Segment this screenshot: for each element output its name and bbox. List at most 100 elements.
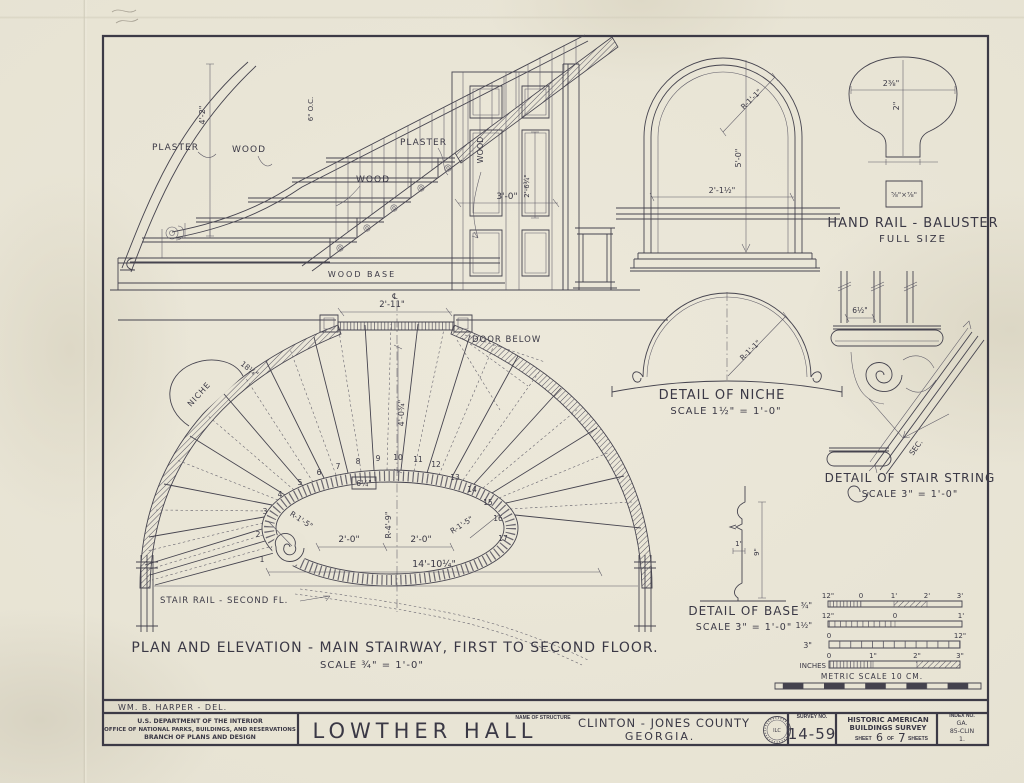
drawing-label: 12"	[822, 592, 834, 600]
drawing-stroke	[324, 318, 334, 329]
drawing-stroke	[166, 227, 178, 239]
drawing-stroke	[765, 718, 789, 742]
drawing-label: 1"	[869, 652, 877, 660]
plan-radius-center-dim: R-4'-9"	[384, 511, 393, 538]
niche-detail: R-1'-1" DETAIL OF NICHE SCALE 1½" = 1'-0…	[612, 292, 842, 417]
drawing-label: 2"	[913, 652, 921, 660]
drawing-stroke	[849, 57, 957, 157]
drawing-stroke	[650, 193, 794, 201]
drawing-stroke	[472, 172, 481, 238]
drawing-label: 2	[256, 530, 261, 539]
drawing-stroke	[295, 589, 588, 665]
drawing-stroke	[841, 271, 913, 323]
drawing-stroke	[447, 167, 450, 170]
drawing-stroke	[176, 226, 184, 240]
drawing-stroke	[470, 230, 502, 276]
stamp-text: ILC	[773, 728, 781, 734]
drawing-stroke	[644, 58, 802, 253]
drawing-stroke	[452, 72, 563, 290]
stair-string-detail: 6½" SEC. DETAIL OF STAIR STRING SCALE 3"…	[825, 271, 994, 502]
drawing-stroke	[316, 543, 454, 551]
niche-elevation: 5'-0" R-1'-1" 2'-1½"	[616, 58, 840, 271]
drawing-label: 8	[356, 457, 361, 466]
rail-volute	[166, 226, 184, 240]
drawing-label: 6	[876, 731, 883, 744]
drawing-stroke	[525, 233, 546, 273]
drawing-stroke	[633, 372, 822, 382]
tread-tick-band	[269, 476, 511, 580]
agency: U.S. DEPARTMENT OF THE INTERIOR OFFICE O…	[104, 718, 296, 741]
drawing-stroke	[258, 156, 272, 166]
drawing-label: 0	[827, 652, 831, 660]
drawing-stroke	[438, 148, 448, 175]
drawing-stroke	[470, 86, 502, 118]
paper-crease-horizontal	[0, 16, 1024, 19]
handrail-width-dim: 2⅜"	[883, 79, 900, 88]
drawing-stroke	[366, 227, 369, 230]
drawing-stroke	[338, 308, 452, 316]
drawing-label: 17	[498, 534, 508, 543]
string-section-hatch	[455, 37, 618, 163]
handrail-title: HAND RAIL - BALUSTER	[827, 216, 998, 231]
drawing-label: SHEETS	[908, 736, 929, 742]
drawing-stroke	[869, 321, 971, 473]
drawing-stroke	[828, 601, 861, 607]
paper-crease-vertical	[83, 0, 87, 783]
drawing-stroke	[298, 713, 937, 745]
drawing-label: 5	[298, 478, 303, 487]
door-below-label: DOOR BELOW	[472, 335, 541, 345]
drawing-stroke	[339, 247, 342, 250]
drawing-stroke	[866, 362, 902, 391]
string-spacing-dim: 6½"	[852, 306, 868, 315]
drawing-stroke	[473, 89, 499, 115]
drawing-stroke	[418, 185, 424, 191]
scale4-ticks: 0 1" 2" 3"	[827, 652, 964, 660]
drawing-stroke	[838, 282, 917, 291]
drawing-stroke	[733, 548, 745, 554]
centerline-symbol: ℄	[392, 292, 398, 301]
rail-height-dim: 4'-2"	[198, 106, 207, 125]
drawing-stroke	[394, 345, 402, 473]
drawing-stroke	[612, 381, 842, 397]
plan-tread-dim: 6¼"	[356, 479, 372, 488]
scale2-label: 1½"	[795, 621, 812, 630]
base-height-dim: 9"	[753, 548, 761, 556]
structure-name: LOWTHER HALL	[313, 719, 538, 743]
metric-scale-label: METRIC SCALE 10 CM.	[821, 672, 923, 681]
drawing-label: SHEET	[855, 736, 872, 742]
drawing-stroke	[916, 661, 960, 668]
drawing-stroke	[720, 73, 778, 136]
drawing-stroke	[829, 661, 873, 668]
drawing-stroke	[470, 130, 502, 216]
wood-string-label: WOOD	[356, 175, 390, 185]
drawing-label: 1	[260, 555, 265, 564]
plan-volute	[275, 533, 304, 561]
drawing-stroke	[851, 352, 936, 404]
drawing-label: 7	[336, 462, 341, 471]
plan-wall-right	[451, 325, 652, 588]
drawing-label: U.S. DEPARTMENT OF THE INTERIOR	[137, 718, 263, 725]
stair-elevation: WOOD BASE 4'-2" PLASTER WOOD P	[110, 35, 640, 290]
plaster-left-label: PLASTER	[152, 143, 199, 153]
drawing-stroke	[522, 130, 549, 216]
drawing-stroke	[170, 231, 175, 236]
stair-plan: NICHE 18¼" 2'-11" ℄ DOOR BELOW 4'-0¾" R-…	[118, 292, 668, 665]
drawing-stroke	[131, 66, 256, 272]
drawing-stroke	[700, 486, 786, 601]
drawing-label: 0	[827, 632, 831, 640]
base-detail-title: DETAIL OF BASE	[688, 604, 799, 618]
drawing-stroke	[845, 314, 876, 322]
drawing-label: 1'	[891, 592, 897, 600]
bracket-scrolls	[337, 165, 451, 251]
drawing-label: 16	[493, 514, 503, 523]
drawing-label: 12"	[954, 632, 966, 640]
wood-door-label: WOOD	[476, 137, 485, 164]
drawing-stroke	[894, 601, 927, 607]
structure-label: NAME OF STRUCTURE	[515, 715, 571, 721]
drawing-stroke	[869, 399, 949, 438]
door-panels	[470, 86, 549, 276]
delineator: WM. B. HARPER - DEL.	[118, 703, 227, 712]
drawing-stroke	[302, 153, 462, 271]
drawing-label: 2'	[924, 592, 930, 600]
